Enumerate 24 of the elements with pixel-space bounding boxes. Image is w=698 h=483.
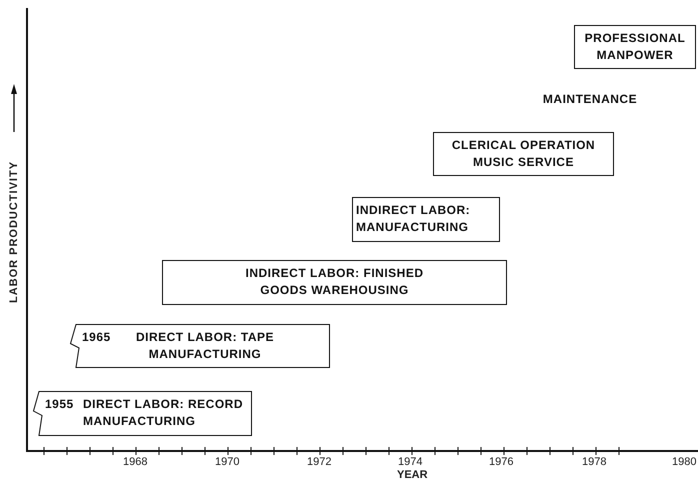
tick-label: 1974: [398, 456, 422, 468]
box-label: DIRECT LABOR: TAPE MANUFACTURING: [134, 329, 276, 363]
box-label: DIRECT LABOR: RECORD MANUFACTURING: [83, 396, 244, 430]
tick-label: 1968: [123, 456, 148, 468]
tick-label: 1976: [489, 456, 514, 468]
timeline-box: [162, 260, 507, 305]
tick-label: 1980: [672, 456, 696, 468]
box-label: MAINTENANCE: [542, 91, 638, 108]
axis-title: YEAR: [397, 469, 428, 481]
box-label: PROFESSIONAL MANPOWER: [584, 30, 686, 64]
box-label: INDIRECT LABOR: MANUFACTURING: [356, 202, 472, 236]
tick-label: 1978: [582, 456, 606, 468]
timeline-box: [33, 391, 252, 436]
box-label: CLERICAL OPERATION MUSIC SERVICE: [450, 137, 596, 171]
box-label: INDIRECT LABOR: FINISHED GOODS WAREHOUSING: [244, 265, 424, 299]
tick-label: 1972: [307, 456, 332, 468]
timeline-box: [352, 197, 500, 242]
year-label: 1965: [82, 329, 111, 346]
axis-title: LABOR PRODUCTIVITY: [8, 160, 20, 304]
timeline-box: [574, 25, 696, 69]
timeline-box: [70, 324, 330, 368]
timeline-box: [433, 132, 614, 176]
tick-label: 1970: [215, 456, 240, 468]
year-label: 1955: [45, 396, 74, 413]
